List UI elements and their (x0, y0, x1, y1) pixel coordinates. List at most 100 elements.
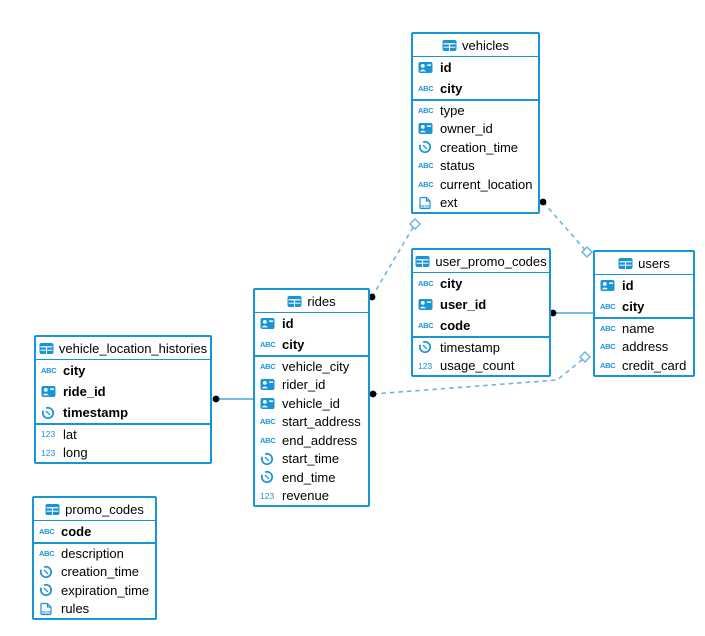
column-row[interactable]: start_time (255, 450, 368, 469)
table-header[interactable]: promo_codes (34, 498, 155, 521)
column-row[interactable]: timestamp (413, 338, 549, 357)
icon-box (418, 340, 436, 354)
column-row[interactable]: ABC address (595, 338, 693, 357)
column-row[interactable]: ABC status (413, 157, 538, 176)
column-row[interactable]: owner_id (413, 120, 538, 139)
icon-box (39, 583, 57, 597)
icon-box: JSON (418, 196, 436, 210)
column-row-label: long (63, 445, 88, 461)
column-row-label: expiration_time (61, 582, 150, 598)
column-row-label: status (440, 158, 475, 174)
icon-box (418, 122, 436, 135)
icon-box: 123 (41, 447, 59, 458)
column-row-label: current_location (440, 176, 533, 192)
relationship-line[interactable] (372, 358, 584, 395)
primary-key-row-label: id (282, 316, 294, 331)
column-row-label: ext (440, 195, 458, 211)
column-row[interactable]: JSON ext (413, 194, 538, 213)
uuid-icon (418, 123, 433, 135)
string-icon: ABC (39, 548, 55, 558)
icon-box (45, 503, 60, 516)
string-icon: ABC (41, 365, 57, 375)
relationship-line[interactable] (371, 223, 416, 298)
table-header[interactable]: users (595, 252, 693, 275)
uuid-icon (41, 386, 56, 397)
json-icon: JSON (419, 196, 431, 209)
string-icon: ABC (418, 161, 434, 170)
icon-box (39, 565, 57, 579)
icon-box: JSON (39, 602, 57, 616)
table-icon (415, 255, 430, 267)
icon-box (260, 317, 278, 330)
primary-key-row[interactable]: id (413, 57, 538, 78)
column-row-label: rider_id (282, 377, 326, 393)
string-icon: ABC (600, 323, 616, 333)
primary-key-row[interactable]: ABC city (36, 360, 210, 381)
icon-box (41, 385, 59, 398)
column-row[interactable]: end_time (255, 468, 368, 487)
table-title: vehicle_location_histories (58, 340, 208, 356)
number-icon: 123 (41, 447, 56, 458)
icon-box: ABC (600, 303, 618, 311)
number-icon: 123 (418, 360, 433, 371)
primary-key-row[interactable]: user_id (413, 294, 549, 315)
primary-key-row[interactable]: id (255, 313, 368, 334)
icon-box: ABC (600, 343, 618, 351)
icon-box (442, 39, 457, 52)
column-row[interactable]: vehicle_id (255, 394, 368, 413)
icon-box (418, 61, 436, 74)
column-row[interactable]: 123 long (36, 444, 210, 463)
primary-key-row-label: city (440, 81, 463, 96)
primary-key-row-label: city (63, 363, 86, 378)
primary-key-row[interactable]: ride_id (36, 381, 210, 402)
table-header[interactable]: user_promo_codes (413, 250, 549, 273)
column-row-label: lat (63, 426, 77, 442)
icon-box (39, 342, 54, 355)
column-row[interactable]: expiration_time (34, 581, 155, 600)
column-row[interactable]: creation_time (413, 138, 538, 157)
table-header[interactable]: rides (255, 290, 368, 313)
uuid-icon (418, 299, 433, 310)
primary-key-row[interactable]: id (595, 275, 693, 296)
icon-box (415, 255, 430, 268)
table-header[interactable]: vehicles (413, 34, 538, 57)
icon-box: ABC (418, 322, 436, 330)
relationship-line[interactable] (542, 201, 588, 253)
icon-box: ABC (260, 362, 278, 371)
column-row[interactable]: rider_id (255, 376, 368, 395)
primary-key-row[interactable]: timestamp (36, 402, 210, 423)
column-row[interactable]: creation_time (34, 563, 155, 582)
table-header[interactable]: vehicle_location_histories (36, 337, 210, 360)
icon-box: 123 (260, 491, 278, 501)
column-row-label: address (622, 339, 669, 355)
icon-box (260, 378, 278, 391)
relationship-dot (549, 309, 557, 317)
column-row-label: creation_time (61, 564, 140, 580)
